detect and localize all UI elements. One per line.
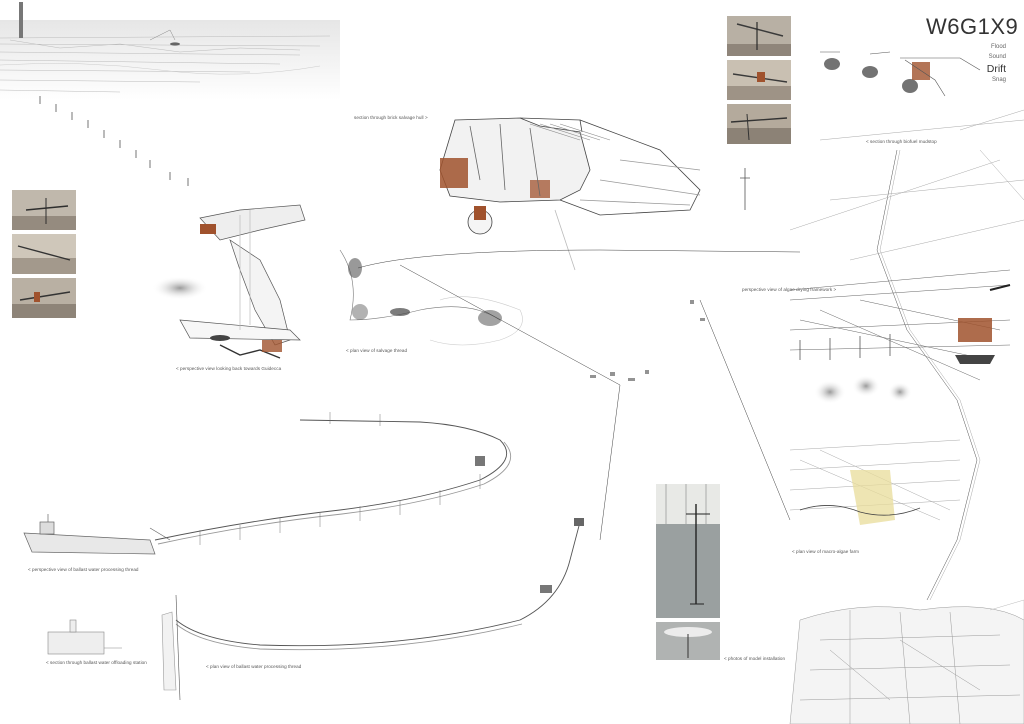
installation-photo-small: [656, 622, 720, 660]
model-photo-top-2: [727, 60, 791, 100]
model-photo-left-1: [12, 190, 76, 230]
project-title: W6G1X9: [926, 14, 1019, 39]
label-biofuel-mudstop: < section through biofuel mudstop: [866, 139, 937, 144]
debris-cluster: [590, 300, 705, 381]
photo-render: [727, 104, 791, 144]
installation-photo-large: [656, 484, 720, 618]
label-guidecca: < perspective view looking back towards …: [176, 366, 282, 371]
photo-render: [727, 16, 791, 56]
label-model-photos: < photos of model installation: [724, 656, 786, 661]
model-photo-left-3: [12, 278, 76, 318]
label-salvage-plan: < plan view of salvage thread: [346, 348, 408, 353]
label-ballast-perspective: < perspective view of ballast water proc…: [28, 567, 139, 572]
city-map: [789, 599, 1024, 724]
right-map-lines: [789, 109, 1024, 601]
label-algae-framework: perspective view of algae drying framewo…: [742, 287, 837, 292]
ballast-plan: [161, 594, 181, 701]
salvage-hull-section: [439, 117, 750, 271]
photo-render: [727, 60, 791, 100]
macro-algae-farm: [789, 439, 961, 525]
model-photo-left-2: [12, 234, 76, 274]
model-photo-top-1: [727, 16, 791, 56]
photo-render: [12, 190, 76, 230]
photo-render: [656, 622, 720, 660]
guidecca-perspective: [152, 204, 306, 359]
photo-render: [656, 484, 720, 618]
ballast-section: [47, 619, 122, 655]
ballast-thread: [154, 412, 584, 651]
pile-trail: [39, 96, 189, 186]
subtitle-snag: Snag: [991, 77, 1006, 83]
survey-lines: [357, 249, 801, 541]
subtitle-drift: Drift: [986, 63, 1006, 75]
algae-drying-framework: [789, 269, 1011, 404]
model-photo-top-3: [727, 104, 791, 144]
salvage-thread-plan: [339, 249, 523, 346]
label-ballast-plan: < plan view of ballast water processing …: [206, 664, 302, 669]
photo-render: [12, 234, 76, 274]
tanker-ship: [23, 514, 171, 555]
subtitle-flood: Flood: [990, 44, 1006, 50]
photo-render: [12, 278, 76, 318]
label-salvage-hull: section through brick salvage hull >: [354, 115, 428, 120]
lagoon-panorama: [0, 2, 340, 100]
biofuel-mudstop-section: [820, 51, 981, 97]
label-ballast-section: < section through ballast water offloadi…: [46, 660, 147, 665]
subtitle-sound: Sound: [988, 54, 1006, 60]
label-macro-algae: < plan view of macro-algae farm: [792, 549, 860, 554]
